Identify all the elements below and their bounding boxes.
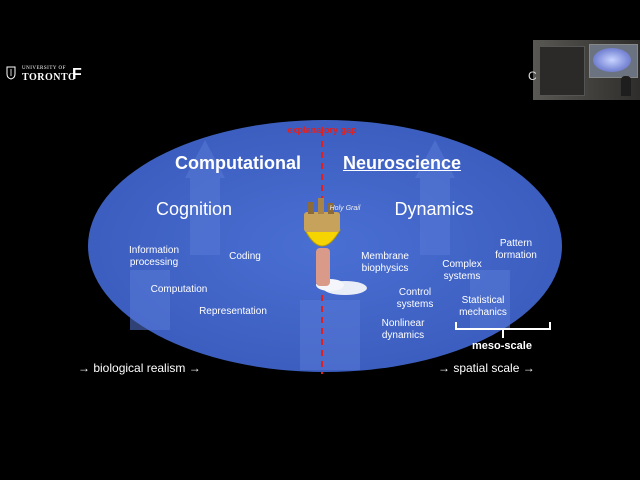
term-control-line1: Control [398, 287, 432, 298]
term-computation: Computation [150, 284, 208, 295]
castle-silhouette [130, 140, 510, 370]
term-statistical-line2: mechanics [459, 307, 507, 318]
title-computational: Computational [175, 153, 301, 173]
webcam-board-panel [539, 46, 585, 96]
term-complex-line2: systems [443, 271, 481, 282]
term-nonlinear-line2: dynamics [381, 330, 425, 341]
webcam-person [621, 76, 631, 96]
term-membrane-line1: Membrane [361, 251, 409, 262]
term-information-line2: processing [129, 257, 179, 268]
holy-grail-icon [304, 198, 367, 295]
term-complex-line1: Complex [442, 259, 482, 270]
term-statistical-mechanics: Statistical mechanics [450, 295, 516, 319]
biological-realism-label: → biological realism → [78, 361, 201, 375]
term-statistical-line1: Statistical [461, 295, 505, 306]
term-information-line1: Information [128, 245, 180, 256]
title-neuroscience: Neuroscience [342, 153, 462, 173]
term-nonlinear-dynamics: Nonlinear dynamics [370, 318, 436, 342]
term-nonlinear-line1: Nonlinear [381, 318, 425, 329]
logo-university-of: UNIVERSITY OF [22, 66, 66, 71]
term-representation: Representation [199, 306, 267, 317]
term-membrane-line2: biophysics [361, 263, 409, 274]
cognition-heading: Cognition [155, 199, 233, 219]
explanatory-gap-label: explanatory gap [287, 125, 357, 135]
term-information-processing: Information processing [115, 245, 193, 269]
spatial-scale-label: → spatial scale → [438, 361, 535, 375]
logo-toronto: TORONTO [22, 72, 77, 83]
term-complex-systems: Complex systems [432, 259, 492, 283]
meso-scale-label: meso-scale [472, 340, 532, 352]
term-membrane-biophysics: Membrane biophysics [350, 251, 420, 275]
term-pattern-line1: Pattern [499, 238, 533, 249]
term-pattern-line2: formation [495, 250, 537, 261]
logo-letter: F [72, 66, 82, 83]
webcam-side-letter: C [528, 69, 537, 83]
term-control-line2: systems [396, 299, 434, 310]
crest-icon [6, 66, 16, 80]
term-coding: Coding [229, 251, 261, 262]
holy-grail-text: Holy Grail [329, 205, 361, 212]
webcam-projection [593, 48, 631, 72]
webcam-thumbnail[interactable] [533, 40, 640, 100]
term-pattern-formation: Pattern formation [486, 238, 546, 262]
university-logo: UNIVERSITY OF TORONTO F [6, 64, 86, 86]
term-control-systems: Control systems [388, 287, 442, 311]
dynamics-heading: Dynamics [394, 199, 474, 219]
